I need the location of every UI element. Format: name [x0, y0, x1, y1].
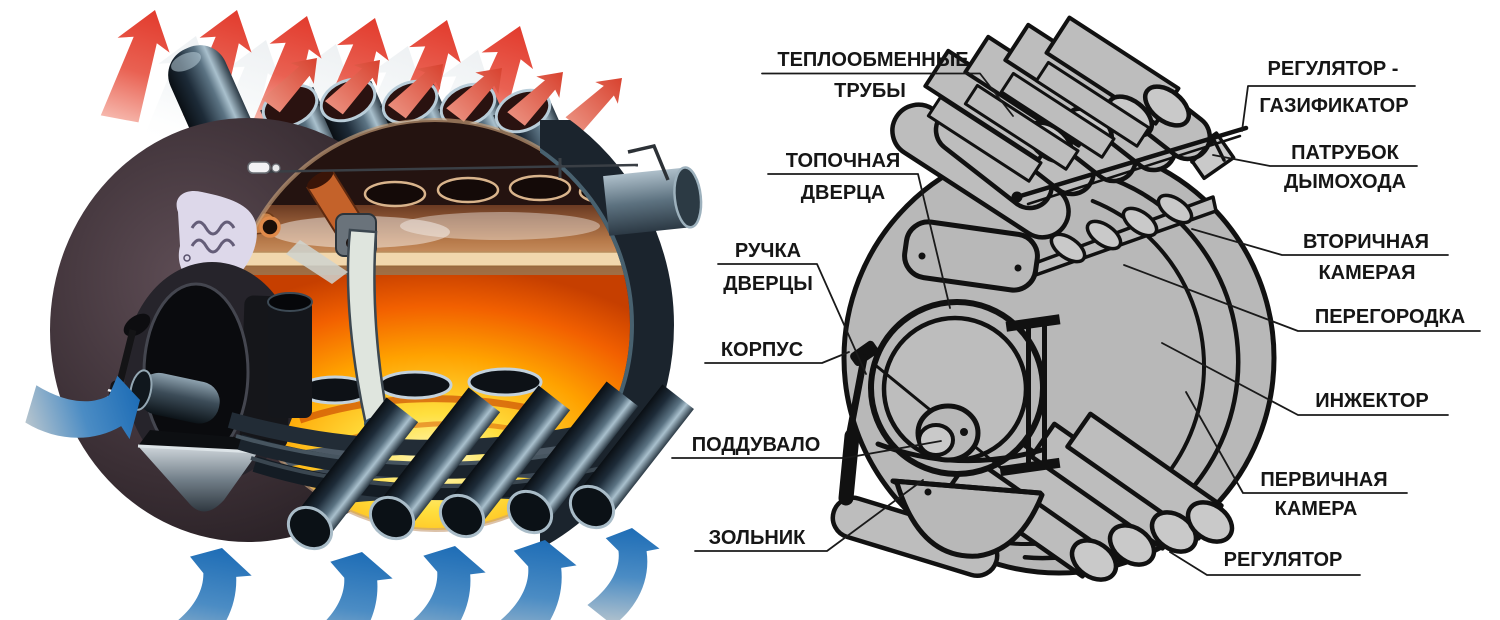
stove-3d-render: [15, 1, 703, 620]
ash-cone: [137, 430, 270, 512]
regulator-rod: [247, 158, 639, 178]
schematic-door-latch: [999, 314, 1061, 477]
label-firebox-door-2: ДВЕРЦА: [801, 182, 885, 204]
chimney-outlet: [603, 143, 703, 236]
schematic-top-plate: [902, 219, 1040, 293]
schematic-heat-tubes: [890, 15, 1213, 240]
label-injector: ИНЖЕКТОР: [1315, 390, 1429, 412]
schematic-door-handle: [838, 340, 1008, 506]
front-riser-pipe: [267, 292, 313, 418]
stove-rear-wall: [540, 120, 674, 549]
cold-air-intake-tubes: [286, 381, 694, 551]
label-heat-tubes-2: ТРУБЫ: [834, 80, 906, 102]
label-chimney-pipe-1: ПАТРУБОК: [1291, 142, 1399, 164]
label-door-handle-1: РУЧКА: [735, 240, 801, 262]
label-firebox-door-1: ТОПОЧНАЯ: [786, 150, 901, 172]
schematic-regulator-rod: [1011, 125, 1249, 206]
label-heat-tubes-1: ТЕПЛООБМЕННЫЕ: [777, 49, 968, 71]
schematic-secondary-chamber: [1028, 193, 1218, 279]
label-primary-chamber-2: КАМЕРА: [1275, 498, 1358, 520]
labels: ТЕПЛООБМЕННЫЕ ТРУБЫ ТОПОЧНАЯ ДВЕРЦА РУЧК…: [692, 49, 1465, 571]
schematic-door: [868, 299, 1046, 477]
schematic-blower: [915, 403, 981, 463]
inner-tube-mouths-bottom: [297, 367, 543, 405]
label-partition: ПЕРЕГОРОДКА: [1315, 306, 1465, 328]
chimney-damper-wire: [627, 143, 670, 181]
label-regulator-gasifier-1: РЕГУЛЯТОР -: [1268, 58, 1399, 80]
label-ash-pan: ЗОЛЬНИК: [709, 527, 807, 549]
label-chimney-pipe-2: ДЫМОХОДА: [1284, 171, 1406, 193]
label-secondary-chamber-2: КАМЕРАЯ: [1318, 262, 1415, 284]
label-blower: ПОДДУВАЛО: [692, 434, 821, 456]
stove-schematic: ТЕПЛООБМЕННЫЕ ТРУБЫ ТОПОЧНАЯ ДВЕРЦА РУЧК…: [671, 15, 1481, 582]
label-regulator-gasifier-2: ГАЗИФИКАТОР: [1259, 95, 1408, 117]
label-regulator: РЕГУЛЯТОР: [1224, 549, 1343, 571]
label-door-handle-2: ДВЕРЦЫ: [723, 273, 813, 295]
label-secondary-chamber-1: ВТОРИЧНАЯ: [1303, 231, 1429, 253]
leader-lines: [671, 72, 1481, 576]
label-body: КОРПУС: [721, 339, 803, 361]
label-primary-chamber-1: ПЕРВИЧНАЯ: [1260, 469, 1387, 491]
